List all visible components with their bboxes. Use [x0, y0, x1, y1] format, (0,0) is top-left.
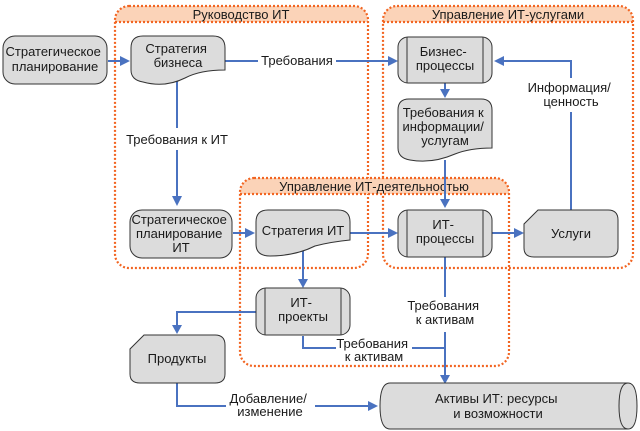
- node-label: ИТ- проекты: [278, 295, 328, 324]
- node-it-strategic-planning[interactable]: Стратегическое планирование ИТ: [129, 209, 233, 259]
- arrow-head: [440, 375, 450, 384]
- node-label: Активы ИТ: ресурсы и возможности: [435, 391, 561, 421]
- node-it-processes[interactable]: ИТ- процессы: [397, 209, 493, 258]
- arrow-head: [440, 199, 450, 208]
- node-services[interactable]: Услуги: [523, 209, 619, 258]
- arrow-head: [494, 56, 504, 66]
- arrow-head: [388, 56, 398, 66]
- edge-label-asset-requirements-processes: Требования к активам: [407, 298, 482, 327]
- arrow-head: [388, 228, 398, 238]
- arrow-head: [172, 325, 182, 334]
- node-label: Требования к информации/ услугам: [403, 105, 488, 148]
- edge-services-up-b: [504, 60, 572, 78]
- edge-label-it-requirements: Требования к ИТ: [126, 132, 228, 147]
- node-label: Услуги: [551, 226, 591, 241]
- edge-projects-to-products: [176, 311, 258, 325]
- node-business-strategy[interactable]: Стратегия бизнеса: [130, 35, 226, 85]
- node-it-assets[interactable]: Активы ИТ: ресурсы и возможности: [379, 382, 638, 430]
- node-label: Стратегическое планирование ИТ: [132, 212, 231, 255]
- group-title-service-mgmt: Управление ИТ-услугами: [432, 7, 584, 22]
- arrow-head: [514, 228, 524, 238]
- edge-label-asset-requirements-projects: Требования к активам: [336, 336, 411, 364]
- node-label: Продукты: [148, 351, 207, 366]
- node-label: Стратегия ИТ: [262, 223, 345, 238]
- node-strategic-planning[interactable]: Стратегическое планирование: [2, 35, 108, 85]
- edge-projects-to-assets-a: [302, 336, 336, 349]
- arrow-head: [120, 56, 130, 66]
- node-it-strategy[interactable]: Стратегия ИТ: [255, 209, 351, 257]
- arrow-head: [298, 279, 308, 288]
- arrow-head: [172, 196, 182, 206]
- node-business-processes[interactable]: Бизнес- процессы: [397, 36, 493, 84]
- edge-label-add-change: Добавление/ изменение: [230, 391, 311, 419]
- edges: [108, 56, 572, 411]
- group-title-operations-mgmt: Управление ИТ-деятельностью: [279, 179, 469, 194]
- node-label: ИТ- процессы: [416, 217, 474, 246]
- edge-products-to-assets-a: [176, 383, 226, 407]
- node-label: Стратегия бизнеса: [145, 41, 210, 70]
- group-it-operations-mgmt: Управление ИТ-деятельностью: [238, 176, 511, 368]
- group-it-service-mgmt: Управление ИТ-услугами: [381, 4, 635, 270]
- node-label: Бизнес- процессы: [416, 44, 474, 73]
- arrow-head: [440, 89, 450, 98]
- node-label: Стратегическое планирование: [6, 44, 105, 74]
- group-title-governance: Руководство ИТ: [193, 7, 290, 22]
- group-it-governance: Руководство ИТ: [113, 4, 370, 270]
- edge-label-requirements: Требования: [261, 53, 333, 68]
- node-info-requirements[interactable]: Требования к информации/ услугам: [397, 98, 493, 162]
- arrow-head: [368, 401, 378, 411]
- node-it-projects[interactable]: ИТ- проекты: [255, 287, 351, 336]
- edge-label-info-value: Информация/ ценность: [528, 80, 615, 109]
- arrow-head: [245, 228, 255, 238]
- node-products[interactable]: Продукты: [129, 334, 226, 384]
